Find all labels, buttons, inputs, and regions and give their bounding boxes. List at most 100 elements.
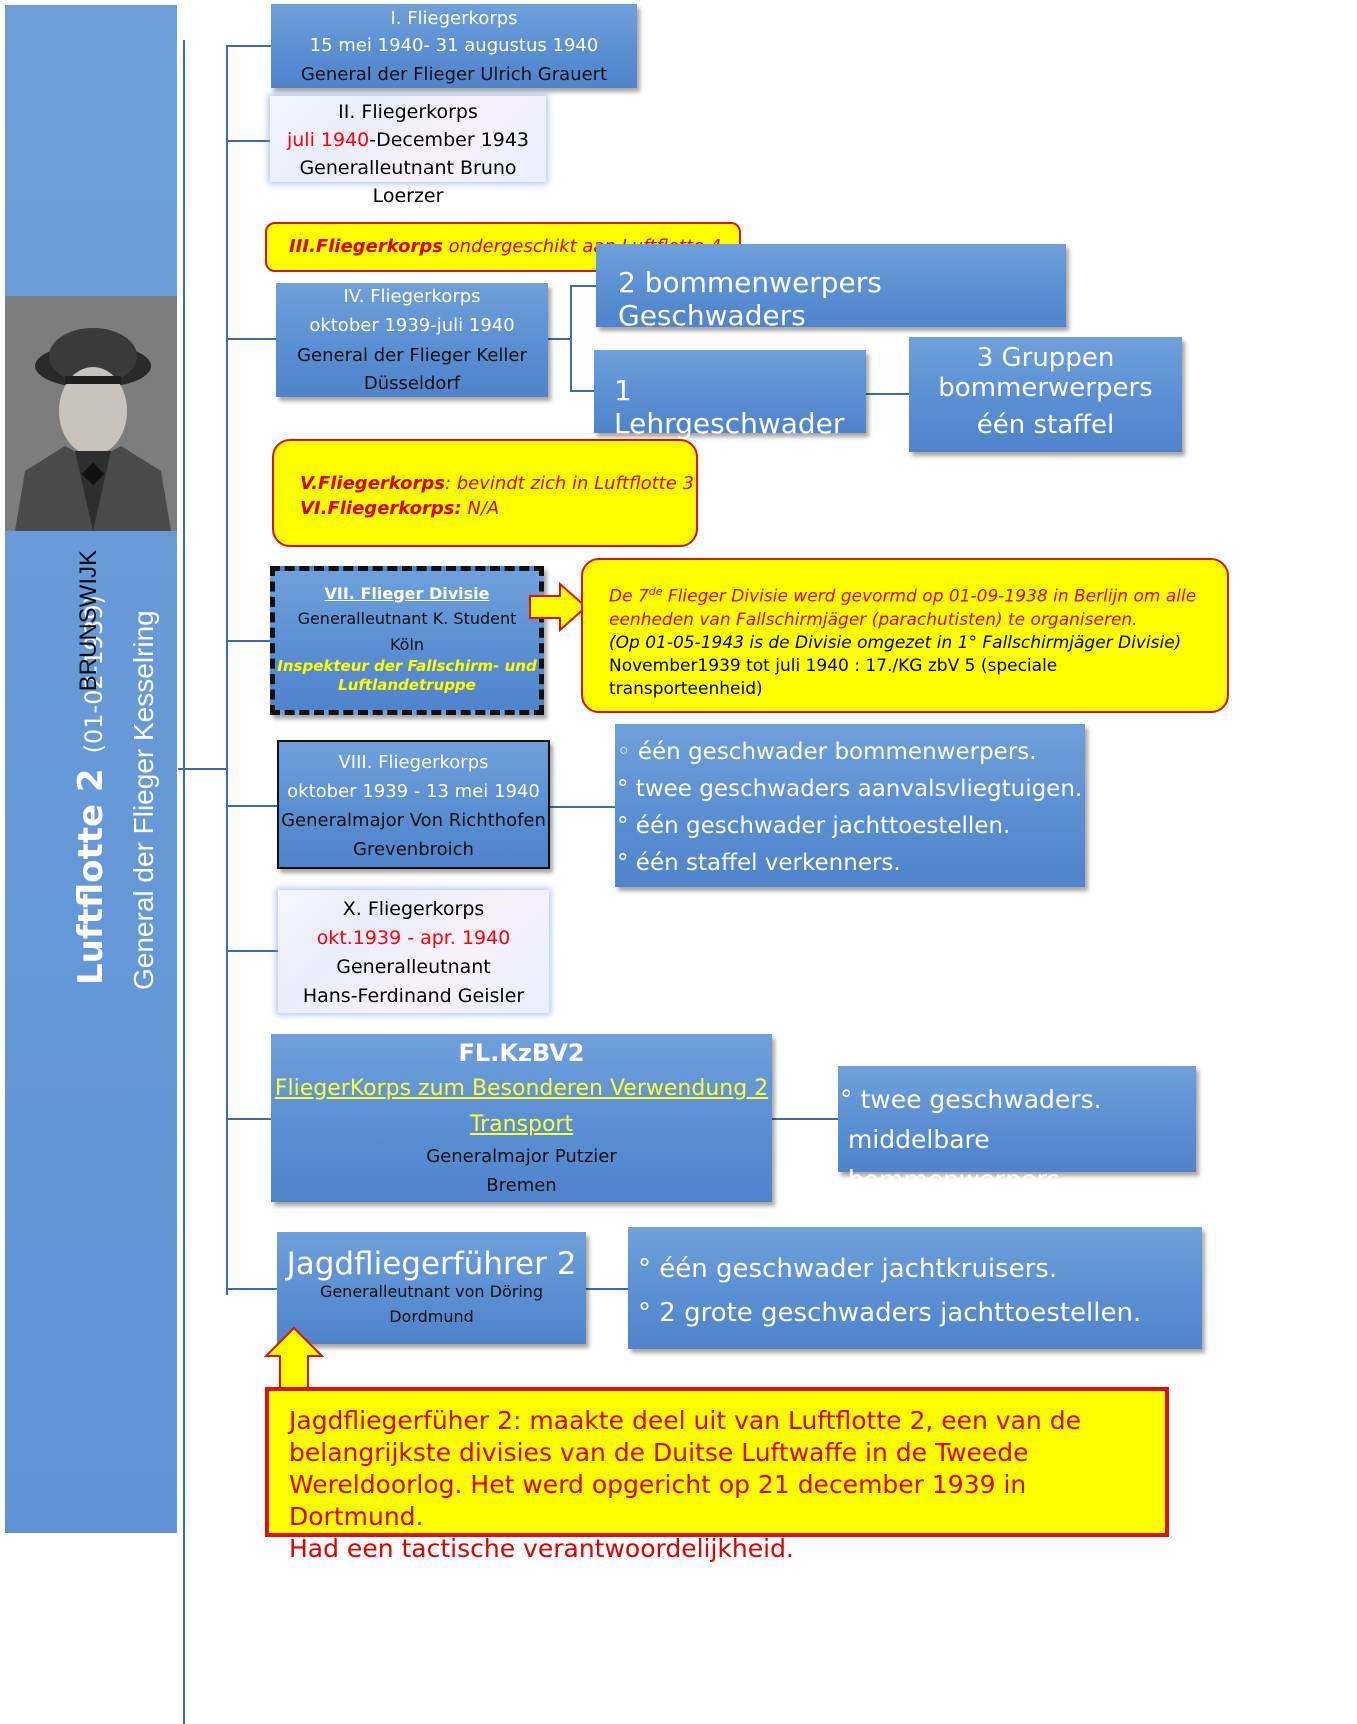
korps-8-units-box[interactable]: ◦ één geschwader bommenwerpers. ° twee g… — [615, 724, 1085, 887]
korps-4-gruppen-1: 3 Gruppen — [976, 343, 1115, 373]
korps-10-rank: Generalleutnant — [336, 956, 491, 978]
korps-3-note-bold: III.Fliegerkorps — [289, 236, 443, 257]
korps-10-dates: okt.1939 - apr. 1940 — [316, 927, 511, 949]
flkzbv-role: Transport — [469, 1112, 574, 1137]
connector-4-out — [548, 338, 572, 340]
sidebar — [5, 5, 177, 1533]
portrait-photo — [5, 296, 177, 531]
korps-8-dates: oktober 1939 - 13 mei 1940 — [287, 781, 540, 802]
korps-4-box[interactable]: IV. Fliegerkorps oktober 1939-juli 1940 … — [276, 283, 548, 397]
division-7-note-2: eenheden van Fallschirmjäger (parachutis… — [609, 609, 1138, 630]
korps-10-name: X. Fliegerkorps — [342, 898, 485, 920]
flkzbv-box[interactable]: FL.KzBV2 FliegerKorps zum Besonderen Ver… — [271, 1034, 772, 1202]
division-7-commander: Generalleutnant K. Student — [297, 609, 517, 628]
korps-4-lehr: 1 Lehrgeschwader — [614, 374, 845, 440]
division-7-note-1a: De 7 — [609, 586, 649, 607]
jafu-note-3: Wereldoorlog. Het werd opgericht op 21 d… — [289, 1470, 1027, 1531]
jafu-units-box[interactable]: ° één geschwader jachtkruisers. ° 2 grot… — [628, 1227, 1202, 1349]
korps-1-name: I. Fliegerkorps — [390, 8, 518, 29]
korps-2-box[interactable]: II. Fliegerkorps juli 1940-December 1943… — [270, 96, 546, 207]
korps-2-commander: Generalleutnant Bruno Loerzer — [299, 157, 517, 207]
korps-2-dates-end: -December 1943 — [369, 129, 530, 151]
korps-1-commander: General der Flieger Ulrich Grauert — [300, 64, 608, 85]
division-7-note: De 7de Flieger Divisie werd gevormd op 0… — [581, 558, 1229, 713]
korps-8-city: Grevenbroich — [353, 839, 474, 860]
korps-6-bold: VI.Fliegerkorps: — [300, 498, 462, 519]
connector-4-lehr — [570, 390, 594, 392]
sidebar-connector — [178, 768, 226, 770]
connector-lehr-gruppen — [866, 393, 910, 395]
korps-1-box[interactable]: I. Fliegerkorps 15 mei 1940- 31 augustus… — [271, 4, 637, 88]
division-7-note-sup: de — [648, 585, 663, 598]
korps-10-commander: Hans-Ferdinand Geisler — [302, 985, 525, 1007]
division-7-name: VII. Flieger Divisie — [324, 584, 490, 603]
flkzbv-unit-2: middelbare bommenwerpers. — [848, 1125, 1068, 1194]
korps-4-gruppen-box[interactable]: 3 Gruppen bommerwerpers één staffel — [909, 337, 1182, 452]
korps-4-lehr-box[interactable]: 1 Lehrgeschwader — [594, 350, 866, 440]
connector-7 — [226, 640, 272, 642]
arrow-right-icon — [529, 582, 588, 632]
korps-2-dates-start: juli 1940 — [286, 129, 370, 151]
korps-5-rest: : bevindt zich in Luftflotte 3 — [444, 473, 694, 494]
korps-56-note: V.Fliegerkorps: bevindt zich in Luftflot… — [272, 439, 698, 547]
korps-8-unit-4: ° één staffel verkenners. — [617, 850, 901, 876]
korps-8-unit-3: ° één geschwader jachttoestellen. — [617, 813, 1011, 839]
division-7-note-3: (Op 01-05-1943 is de Divisie omgezet in … — [609, 632, 1182, 653]
division-7-note-5: transporteenheid) — [609, 678, 763, 699]
jafu-title: Jagdfliegerführer 2 — [286, 1246, 577, 1282]
korps-6-rest: N/A — [461, 498, 500, 519]
korps-4-bombers: 2 bommenwerpers Geschwaders — [618, 266, 882, 332]
korps-8-name: VIII. Fliegerkorps — [338, 752, 489, 773]
korps-4-gruppen-2: bommerwerpers — [938, 373, 1153, 403]
jafu-note-4: Had een tactische verantwoordelijkheid. — [289, 1534, 794, 1563]
korps-4-gruppen-3: één staffel — [976, 410, 1115, 440]
connector-jafu-units — [586, 1288, 628, 1290]
connector-flkzbv — [226, 1118, 272, 1120]
sidebar-location: BRUNSWIJK — [75, 550, 102, 692]
korps-4-city: Düsseldorf — [363, 373, 461, 394]
korps-1-dates: 15 mei 1940- 31 augustus 1940 — [309, 35, 599, 56]
jafu-city: Dordmund — [389, 1307, 474, 1326]
korps-8-unit-1: ◦ één geschwader bommenwerpers. — [617, 739, 1037, 765]
division-7-box[interactable]: VII. Flieger Divisie Generalleutnant K. … — [270, 566, 544, 715]
korps-5-bold: V.Fliegerkorps — [300, 473, 445, 494]
flkzbv-units-box[interactable]: ° twee geschwaders. middelbare bommenwer… — [838, 1066, 1196, 1194]
connector-1 — [226, 45, 272, 47]
connector-jafu — [226, 1288, 278, 1290]
flkzbv-full-name: FliegerKorps zum Besonderen Verwendung 2 — [274, 1076, 769, 1101]
trunk-line — [226, 45, 228, 1295]
division-7-note-4: November1939 tot juli 1940 : 17./KG zbV … — [609, 655, 1058, 676]
korps-4-name: IV. Fliegerkorps — [343, 286, 481, 307]
connector-2 — [226, 140, 270, 142]
connector-8 — [226, 805, 278, 807]
division-7-note-1b: Flieger Divisie werd gevormd op 01-09-19… — [662, 586, 1197, 607]
connector-4-branch — [570, 285, 572, 391]
division-7-city: Köln — [389, 635, 425, 654]
korps-8-commander: Generalmajor Von Richthofen — [281, 810, 546, 831]
jafu-box[interactable]: Jagdfliegerführer 2 Generalleutnant von … — [277, 1232, 586, 1344]
jafu-note-1: Jagdfliegerfüher 2: maakte deel uit van … — [289, 1406, 1081, 1435]
arrow-up-icon — [264, 1326, 324, 1389]
korps-2-name: II. Fliegerkorps — [338, 101, 478, 123]
korps-4-commander: General der Flieger Keller — [297, 345, 527, 366]
jafu-commander: Generalleutnant von Döring — [319, 1282, 544, 1301]
jafu-note-2: belangrijkste divisies van de Duitse Luf… — [289, 1438, 1029, 1467]
jafu-unit-1: ° één geschwader jachtkruisers. — [638, 1254, 1058, 1284]
jafu-unit-2: ° 2 grote geschwaders jachttoestellen. — [638, 1298, 1142, 1328]
sidebar-commander: General der Flieger Kesselring — [128, 610, 159, 990]
flkzbv-unit-1: ° twee geschwaders. — [840, 1085, 1102, 1114]
flkzbv-commander: Generalmajor Putzier — [426, 1146, 617, 1167]
sidebar-divider-line — [183, 40, 185, 1724]
flkzbv-title: FL.KzBV2 — [458, 1039, 585, 1067]
flkzbv-city: Bremen — [486, 1175, 557, 1196]
connector-4 — [226, 338, 276, 340]
korps-4-dates: oktober 1939-juli 1940 — [309, 315, 515, 336]
connector-10 — [226, 950, 278, 952]
korps-8-unit-2: ° twee geschwaders aanvalsvliegtuigen. — [617, 776, 1083, 802]
connector-8-units — [550, 806, 616, 808]
jafu-note: Jagdfliegerfüher 2: maakte deel uit van … — [265, 1387, 1169, 1563]
connector-4-bombers — [570, 285, 596, 287]
korps-8-box[interactable]: VIII. Fliegerkorps oktober 1939 - 13 mei… — [277, 740, 550, 869]
korps-10-box[interactable]: X. Fliegerkorps okt.1939 - apr. 1940 Gen… — [278, 890, 549, 1013]
korps-4-bombers-box[interactable]: 2 bommenwerpers Geschwaders — [596, 244, 1066, 332]
